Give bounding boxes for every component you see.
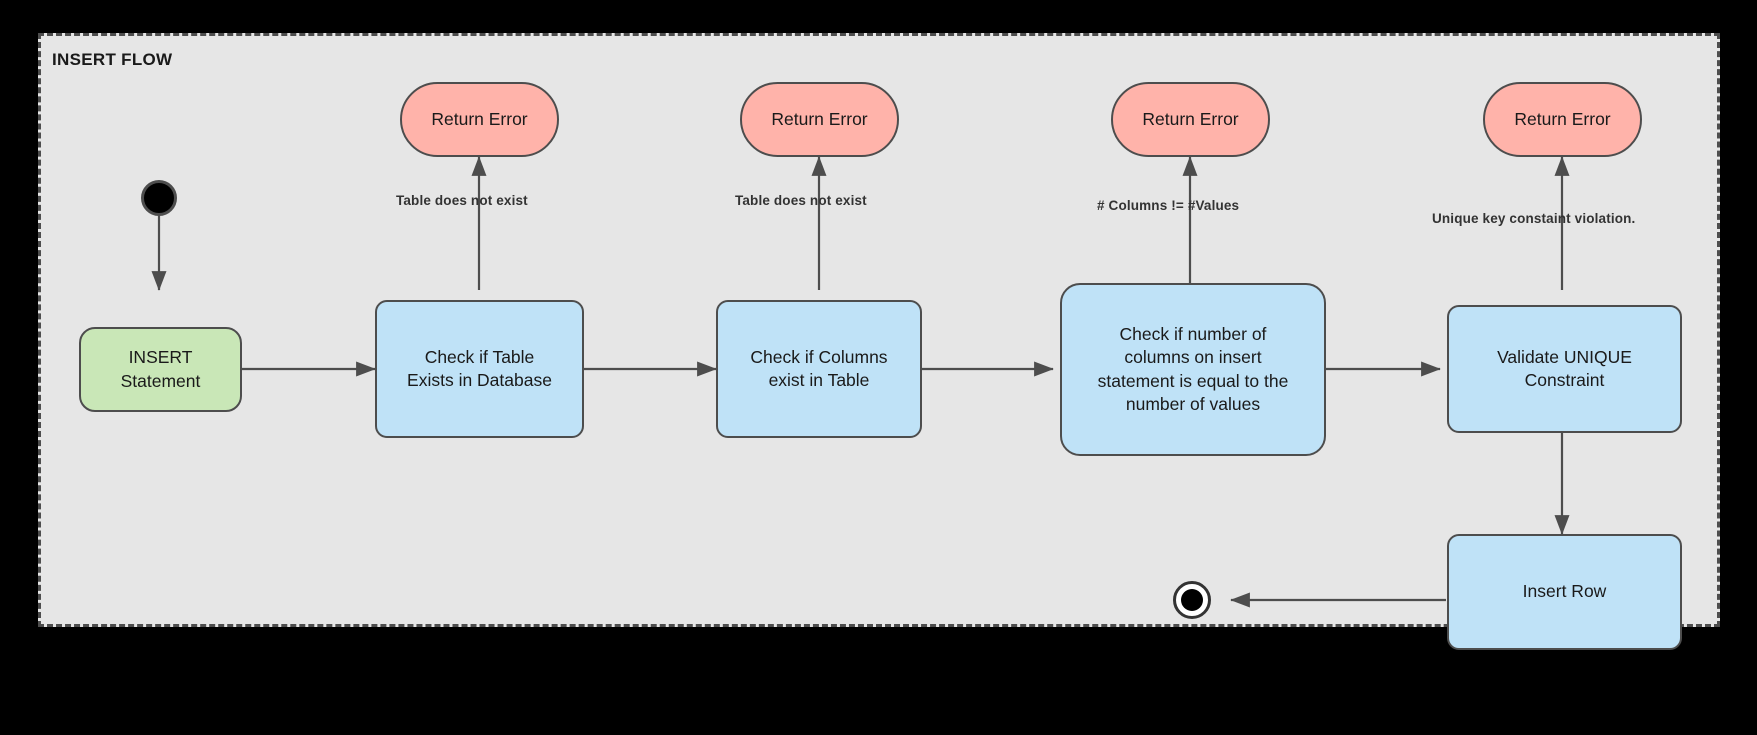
node-insert-row-label: Insert Row	[1522, 581, 1607, 602]
edge-label-columns-not-equal-values: # Columns != #Values	[1097, 198, 1240, 213]
node-return-error-1-label: Return Error	[431, 108, 528, 129]
edge-label-table-does-not-exist-2: Table does not exist	[735, 193, 867, 208]
start-node	[141, 180, 177, 216]
node-validate-unique-constraint-label: Validate UNIQUE Constraint	[1497, 346, 1632, 390]
node-check-column-value-count-label: Check if number of columns on insert sta…	[1097, 324, 1289, 414]
node-validate-unique-constraint[interactable]: Validate UNIQUE Constraint	[1447, 305, 1682, 433]
node-insert-statement[interactable]: INSERT Statement	[79, 327, 242, 412]
edge-label-unique-key-violation: Unique key constaint violation.	[1432, 211, 1636, 226]
node-return-error-1[interactable]: Return Error	[400, 82, 559, 157]
node-return-error-3[interactable]: Return Error	[1111, 82, 1270, 157]
node-insert-row[interactable]: Insert Row	[1447, 534, 1682, 650]
node-return-error-4[interactable]: Return Error	[1483, 82, 1642, 157]
node-check-table-exists[interactable]: Check if Table Exists in Database	[375, 300, 584, 438]
node-check-column-value-count[interactable]: Check if number of columns on insert sta…	[1060, 283, 1326, 456]
node-check-columns-exist-label: Check if Columns exist in Table	[750, 346, 888, 390]
end-node	[1173, 581, 1211, 619]
node-check-columns-exist[interactable]: Check if Columns exist in Table	[716, 300, 922, 438]
node-return-error-2-label: Return Error	[771, 108, 868, 129]
node-return-error-2[interactable]: Return Error	[740, 82, 899, 157]
edge-label-table-does-not-exist-1: Table does not exist	[396, 193, 528, 208]
frame-title: INSERT FLOW	[52, 50, 173, 69]
node-check-table-exists-label: Check if Table Exists in Database	[407, 346, 552, 390]
node-insert-statement-label: INSERT Statement	[120, 347, 201, 391]
node-return-error-4-label: Return Error	[1514, 108, 1611, 129]
node-return-error-3-label: Return Error	[1142, 108, 1239, 129]
